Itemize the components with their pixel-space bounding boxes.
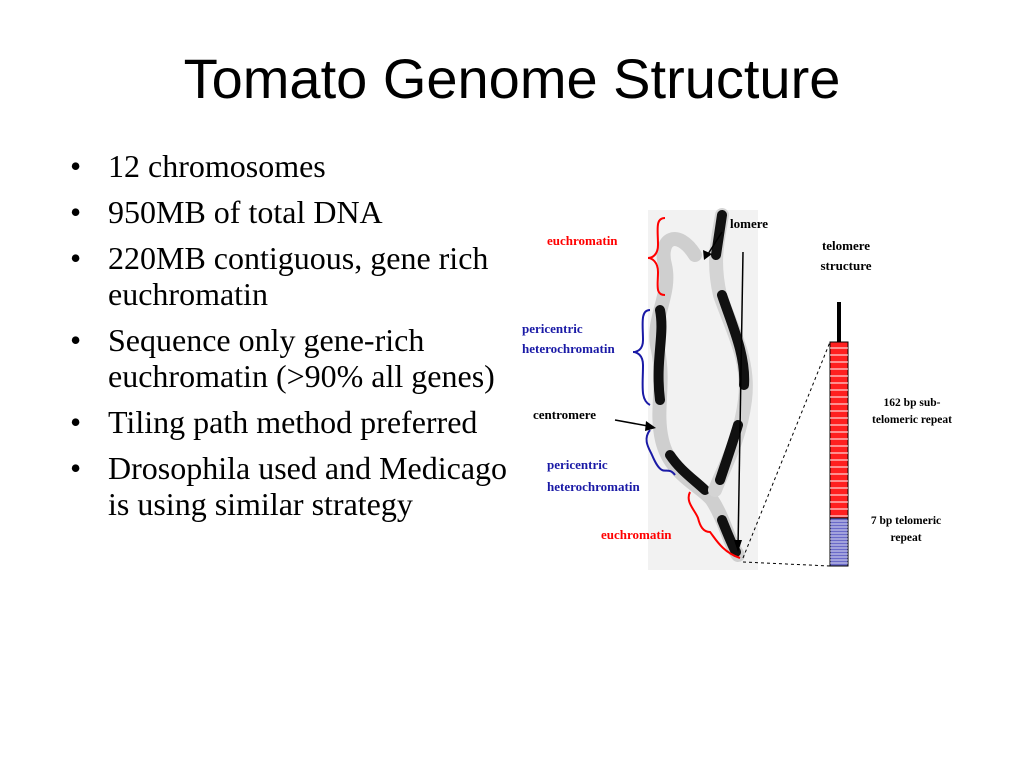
- telomere-top-arrow: [707, 231, 723, 255]
- euchromatin-bottom-label: euchromatin: [601, 527, 672, 542]
- telomere-structure-label-line2: structure: [820, 258, 871, 273]
- subtelomeric-label-line1: 162 bp sub-: [884, 397, 941, 409]
- centromere-arrow: [614, 419, 649, 427]
- bullet-text: 12 chromosomes: [108, 148, 326, 184]
- telomeric-label-line2: repeat: [890, 532, 921, 544]
- pericentric-top-brace: [632, 309, 651, 406]
- euchromatin-top-brace: [647, 217, 666, 296]
- telomere-structure-label-line1: telomere: [822, 238, 870, 253]
- chromosome-left-arm-bands: [653, 305, 741, 557]
- bullet-text: Drosophila used and Medicago is using si…: [108, 450, 508, 522]
- euchromatin-bottom-brace: [687, 491, 741, 559]
- pericentric-top-label-line2: heterochromatin: [522, 341, 615, 356]
- bullet-marker: •: [70, 148, 82, 184]
- bullet-marker: •: [70, 240, 82, 276]
- zoom-dashed-line-lower: [742, 561, 831, 567]
- bullet-item: • Tiling path method preferred: [70, 404, 520, 440]
- centromere-arrowhead: [645, 421, 656, 431]
- bullet-text: 220MB contiguous, gene rich euchromatin: [108, 240, 489, 312]
- zoom-dashed-line-upper: [742, 341, 831, 559]
- bullet-list: • 12 chromosomes • 950MB of total DNA • 220…: [70, 148, 520, 532]
- centromere-label: centromere: [533, 407, 596, 422]
- chromosome-right-arm-bands: [711, 210, 750, 485]
- pericentric-bottom-brace: [645, 429, 676, 476]
- bullet-marker: •: [70, 450, 82, 486]
- bullet-item: • 950MB of total DNA: [70, 194, 520, 230]
- telomere-top-label: lomere: [730, 216, 768, 231]
- euchromatin-top-label: euchromatin: [547, 233, 618, 248]
- subtelomeric-repeat-block: [829, 341, 849, 519]
- bullet-text: Sequence only gene-rich euchromatin (>90…: [108, 322, 495, 394]
- telomeric-repeat-stripes: [830, 520, 848, 564]
- slide-title: Tomato Genome Structure: [183, 47, 841, 110]
- bullet-marker: •: [70, 322, 82, 358]
- bullet-text: Tiling path method preferred: [108, 404, 478, 440]
- telomere-length-arrow: [737, 251, 744, 549]
- pericentric-bottom-label-line2: heterochromatin: [547, 479, 640, 494]
- bullet-text: 950MB of total DNA: [108, 194, 383, 230]
- pericentric-top-label-line1: pericentric: [522, 321, 583, 336]
- bullet-marker: •: [70, 194, 82, 230]
- chromosome-diagram: euchromatin lomere telomere structure pe…: [522, 208, 952, 570]
- telomeric-label-line1: 7 bp telomeric: [871, 515, 941, 527]
- bullet-item: • 220MB contiguous, gene rich euchromatin: [70, 240, 520, 312]
- telomere-length-arrowhead: [734, 540, 742, 552]
- bullet-item: • 12 chromosomes: [70, 148, 520, 184]
- telomere-top-arrowhead: [703, 250, 712, 260]
- bullet-item: • Drosophila used and Medicago is using s…: [70, 450, 520, 522]
- subtelomeric-label-line2: telomeric repeat: [872, 414, 952, 426]
- pericentric-bottom-label-line1: pericentric: [547, 457, 608, 472]
- bullet-marker: •: [70, 404, 82, 440]
- bullet-item: • Sequence only gene-rich euchromatin (>9…: [70, 322, 520, 394]
- subtelomeric-repeat-stripes: [830, 347, 848, 517]
